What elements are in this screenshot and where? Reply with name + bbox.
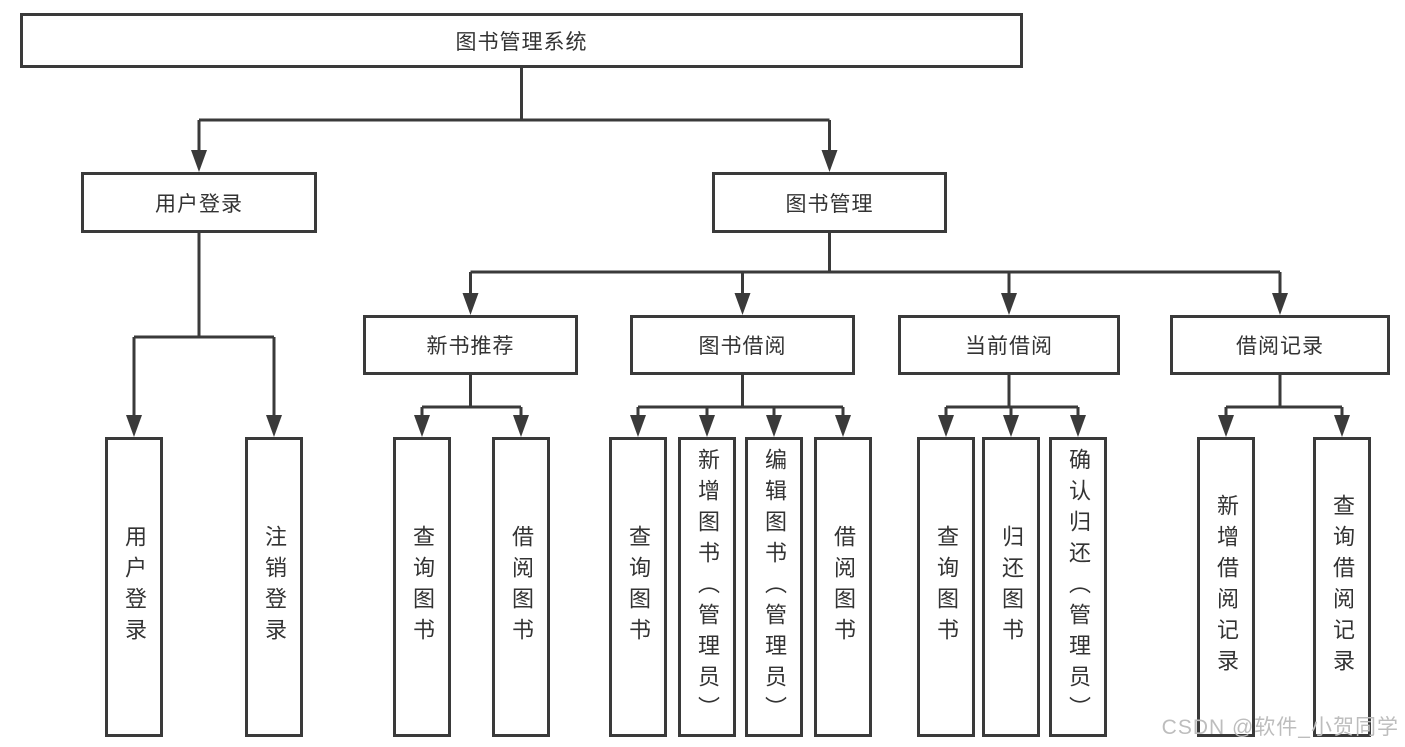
node-label: 新书推荐	[426, 335, 515, 358]
node-label: 当前借阅	[965, 335, 1053, 358]
leaf-add-books-admin: 新增图书（管理员）	[678, 437, 736, 737]
leaf-return-books: 归还图书	[982, 437, 1040, 737]
arrowhead	[699, 415, 715, 437]
arrowhead	[1070, 415, 1086, 437]
arrowhead	[938, 415, 954, 437]
node-label: 查询图书	[934, 525, 959, 649]
node-label: 确认归还（管理员）	[1066, 447, 1091, 727]
arrowhead	[1001, 293, 1017, 315]
arrowhead	[1003, 415, 1019, 437]
node-label: 用户登录	[155, 192, 243, 216]
arrowhead	[126, 415, 142, 437]
node-label: 图书管理	[785, 192, 874, 216]
node-library-management-system: 图书管理系统	[20, 13, 1023, 68]
arrowhead	[1272, 293, 1288, 315]
node-label: 借阅图书	[831, 525, 856, 649]
arrowhead	[191, 150, 207, 172]
node-label: 归还图书	[999, 525, 1024, 649]
leaf-add-borrowing-record: 新增借阅记录	[1197, 437, 1255, 737]
arrowhead	[835, 415, 851, 437]
node-label: 图书管理系统	[455, 30, 588, 54]
arrowhead	[766, 415, 782, 437]
csdn-watermark: CSDN @软件_小贺同学	[1161, 716, 1399, 739]
leaf-user-login: 用户登录	[105, 437, 163, 737]
arrowhead	[1218, 415, 1234, 437]
leaf-query-borrowing-record: 查询借阅记录	[1313, 437, 1371, 737]
node-borrowing-records: 借阅记录	[1170, 315, 1390, 375]
leaf-borrow-books-recommendation: 借阅图书	[492, 437, 550, 737]
leaf-confirm-return-admin: 确认归还（管理员）	[1049, 437, 1107, 737]
node-label: 新增借阅记录	[1214, 494, 1239, 680]
node-book-borrowing: 图书借阅	[630, 315, 855, 375]
node-label: 查询借阅记录	[1330, 494, 1355, 680]
arrowhead	[513, 415, 529, 437]
node-label: 图书借阅	[698, 335, 787, 358]
arrowhead	[1334, 415, 1350, 437]
arrowhead	[266, 415, 282, 437]
node-book-management: 图书管理	[712, 172, 947, 233]
node-label: 查询图书	[626, 525, 651, 649]
leaf-borrow-books-borrowing: 借阅图书	[814, 437, 872, 737]
arrowhead	[462, 293, 479, 315]
node-label: 编辑图书（管理员）	[762, 447, 787, 727]
node-current-borrowing: 当前借阅	[898, 315, 1120, 375]
node-label: 借阅记录	[1236, 335, 1324, 358]
leaf-edit-books-admin: 编辑图书（管理员）	[745, 437, 803, 737]
leaf-logout: 注销登录	[245, 437, 303, 737]
leaf-query-books-current: 查询图书	[917, 437, 975, 737]
arrowhead	[414, 415, 430, 437]
node-user-login: 用户登录	[81, 172, 317, 233]
node-label: 用户登录	[122, 525, 147, 649]
arrowhead	[734, 293, 751, 315]
leaf-query-books-recommendation: 查询图书	[393, 437, 451, 737]
leaf-query-books-borrowing: 查询图书	[609, 437, 667, 737]
node-label: 借阅图书	[509, 525, 534, 649]
node-new-book-recommendation: 新书推荐	[363, 315, 578, 375]
node-label: 注销登录	[262, 525, 287, 649]
arrowhead	[630, 415, 646, 437]
node-label: 新增图书（管理员）	[695, 447, 720, 727]
node-label: 查询图书	[410, 525, 435, 649]
arrowhead	[821, 150, 838, 172]
